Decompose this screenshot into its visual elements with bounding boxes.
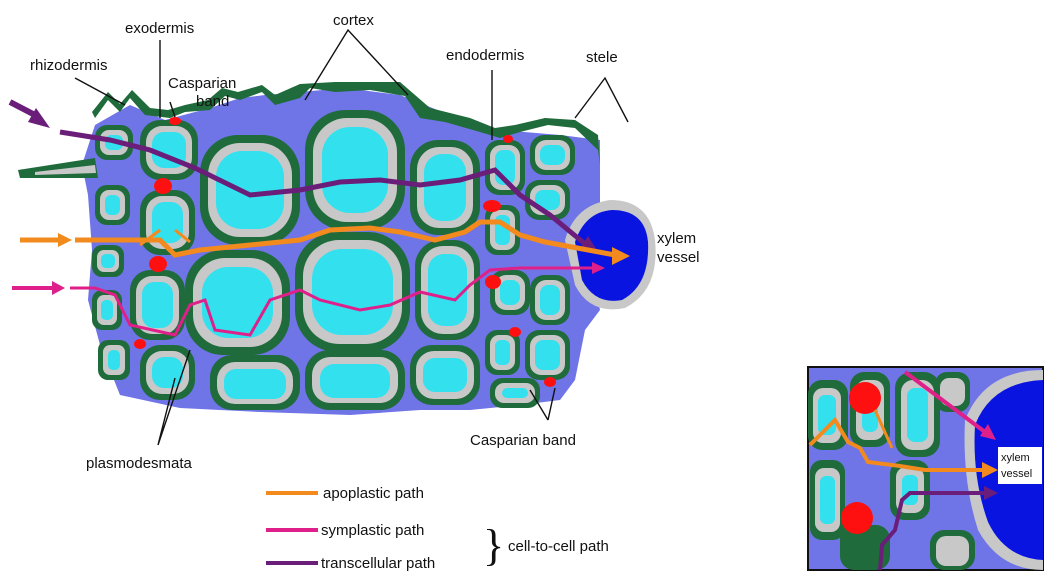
exodermis-label: exodermis [125,20,194,37]
cortex-cell [410,140,480,235]
cortex-cell [305,110,405,230]
inset-xylem-label-2: vessel [1001,468,1032,480]
endodermis-cell [525,330,570,380]
rhizodermis-cell [98,340,130,380]
stele-pointer [575,78,628,122]
casparian-band-dot [503,135,513,143]
casparian-band-label-bottom: Casparian band [470,432,576,449]
cortex-cell [415,240,480,340]
stele-label: stele [586,49,618,66]
endodermis-cell [530,135,575,175]
legend: apoplastic path symplastic path transcel… [266,485,609,572]
inset-casparian-dot [841,502,873,534]
casparian-band-dot [134,339,146,349]
endodermis-cell [530,275,570,325]
inset-zoom: xylem vessel [808,367,1043,570]
cortex-label: cortex [333,12,374,29]
legend-transcellular-label: transcellular path [321,555,435,572]
inset-casparian-dot [849,382,881,414]
rhizodermis-cell [95,185,130,225]
transcellular-entry-arrow [10,102,35,115]
rhizodermis-cell [92,290,122,330]
casparian-band-dot [544,377,556,387]
casparian-band-dot [483,200,501,212]
plasmodesmata-label: plasmodesmata [86,455,193,472]
rhizodermis-pointer [75,78,125,105]
xylem-label-2: vessel [657,249,700,266]
rhizodermis-cell [92,245,124,277]
legend-brace: } [483,521,504,570]
casparian-band-dot [154,178,172,194]
inset-xylem-label-1: xylem [1001,452,1030,464]
legend-cell-to-cell-label: cell-to-cell path [508,538,609,555]
legend-apoplastic-label: apoplastic path [323,485,424,502]
casparian-band-dot [169,117,181,125]
casparian-band-label-top-1: Casparian [168,75,236,92]
casparian-band-dot [485,275,501,289]
cortex-cell [295,232,410,352]
legend-symplastic-label: symplastic path [321,522,424,539]
casparian-band-dot [509,327,521,337]
casparian-band-dot [149,256,167,272]
cortex-cell [305,350,405,410]
exodermis-cell [140,345,195,400]
endodermis-label: endodermis [446,47,524,64]
endodermis-cell [485,140,525,195]
rhizodermis-label: rhizodermis [30,57,108,74]
casparian-band-label-top-2: band [196,93,229,110]
cortex-cell [210,355,300,410]
cortex-cell [410,345,480,405]
xylem-label-1: xylem [657,230,696,247]
